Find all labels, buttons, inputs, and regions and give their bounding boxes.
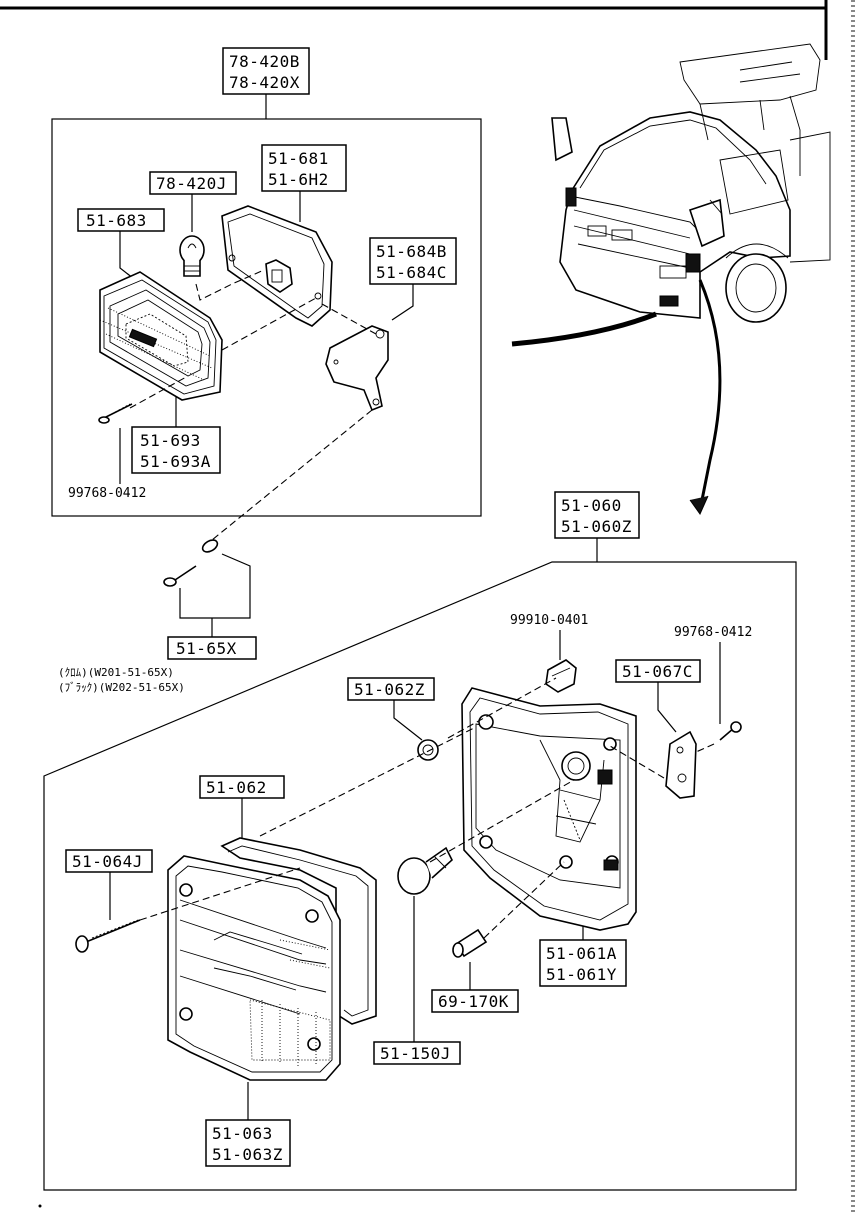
note-line-2: (ﾌﾞﾗｯｸ)(W202-51-65X) [58,681,185,694]
rear-lamp-group: 51-060 51-060Z 99910-0401 99768-0412 51-… [43,491,797,1191]
truck-illustration [511,43,831,516]
rear-lamp-housing [461,687,637,931]
leader-51-062z [393,700,423,741]
label-51-061a: 51-061A [546,944,617,963]
label-box-51-150j [373,1041,461,1065]
label-78-420j: 78-420J [156,174,227,193]
label-51-683: 51-683 [86,211,147,230]
rear-nut [417,739,439,761]
label-51-6h2: 51-6H2 [268,170,329,189]
rear-small-bulb [452,928,488,958]
leader-51-684b [391,284,414,321]
label-box-51-064j [65,849,153,873]
label-box-51-693 [131,426,221,474]
label-51-060: 51-060 [561,496,622,515]
leader-51-067c [657,682,677,733]
fog-assembly-line-2 [221,297,317,351]
mount-washer [201,539,219,553]
label-99768-0412-fog: 99768-0412 [68,486,146,501]
fog-bracket [325,325,389,412]
label-78-420x: 78-420X [229,73,300,92]
rear-stay [665,730,697,799]
label-51-060z: 51-060Z [561,517,632,536]
label-box-51-684b [369,237,457,285]
label-99768-0412-rear: 99768-0412 [674,625,752,640]
mount-kit-group: 51-65X (ｸﾛﾑ)(W201-51-65X) (ﾌﾞﾗｯｸ)(W202-5… [58,539,257,694]
rear-screw [75,919,141,953]
label-box-51-683 [77,208,165,232]
fog-assembly-line-5 [211,409,373,541]
label-box-51-060 [554,491,640,539]
fog-assembly-line-1 [195,269,265,301]
label-box-69-170k [431,989,519,1013]
rear-lamp-group-frame [43,561,797,1191]
label-99910-0401: 99910-0401 [510,613,588,628]
label-51-062z: 51-062Z [354,680,425,699]
label-box-51-062z [347,677,435,701]
mount-screw [171,565,197,583]
label-69-170k: 69-170K [438,992,509,1011]
note-line-1: (ｸﾛﾑ)(W201-51-65X) [58,666,174,679]
rear-assembly-line-7 [483,861,565,939]
scan-dot [38,1204,42,1208]
rear-bolt [719,721,742,741]
fog-bulb [179,235,205,277]
rear-assembly-line-6 [429,779,575,863]
fog-housing [221,205,333,327]
label-51-65x: 51-65X [176,639,237,658]
rear-assembly-line-1 [447,677,557,739]
rear-bulb [397,846,453,895]
label-51-061y: 51-061Y [546,965,617,984]
mount-screw-head [163,577,177,587]
label-box-78-420j [149,171,237,195]
label-51-684c: 51-684C [376,263,447,282]
fog-lamp-group: 78-420B 78-420X 78-420J 51-683 51-681 51… [51,47,482,541]
rear-assembly-line-4 [259,727,475,837]
rear-clip [545,659,577,693]
rear-lens [167,855,341,1081]
rear-assembly-line-5 [139,867,301,921]
mount-kit-bracket [179,553,251,619]
label-78-420b: 78-420B [229,52,300,71]
label-box-51-65x [167,636,257,660]
label-box-78-420b [222,47,310,95]
label-51-693: 51-693 [140,431,201,450]
label-51-063z: 51-063Z [212,1145,283,1164]
rear-assembly-line-3 [695,743,715,753]
label-51-064j: 51-064J [72,852,143,871]
label-51-067c: 51-067C [622,662,693,681]
label-51-063: 51-063 [212,1124,273,1143]
label-51-693a: 51-693A [140,452,211,471]
truck-pointer-right [698,279,722,511]
truck-pointer-left [511,311,657,347]
fog-screw [98,403,133,424]
label-51-150j: 51-150J [380,1044,451,1063]
label-51-062: 51-062 [206,778,267,797]
label-51-681: 51-681 [268,149,329,168]
fog-lamp-lens [99,271,223,401]
label-box-51-681 [261,144,347,192]
fog-assembly-line-4 [129,375,189,409]
label-51-684b: 51-684B [376,242,447,261]
